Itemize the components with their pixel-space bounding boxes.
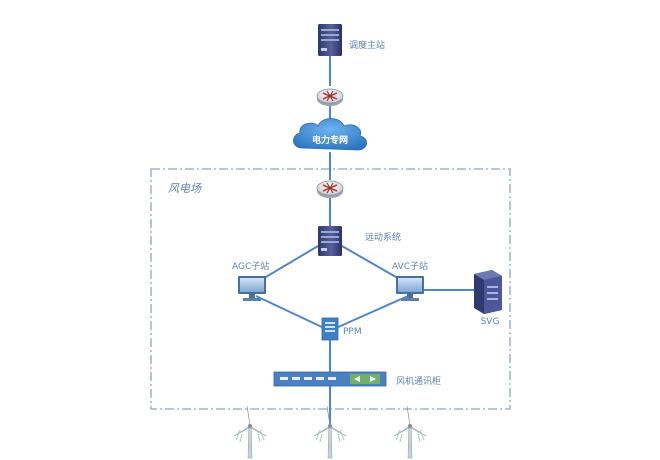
cloud-icon	[293, 118, 367, 151]
link-avc-ppm	[335, 295, 409, 329]
link-agc-ppm	[255, 295, 325, 329]
agc-computer-icon	[238, 276, 266, 301]
wind-turbine-icon	[233, 405, 267, 459]
dispatch-server-icon	[318, 24, 342, 56]
connection-lines	[253, 56, 474, 424]
avc-label: AVC子站	[392, 260, 428, 272]
comm-cabinet-label: 风机通讯柜	[396, 375, 441, 387]
svg-label: SVG	[481, 317, 500, 327]
router-icon	[316, 88, 344, 106]
ppm-label: PPM	[343, 327, 362, 337]
ppm-device-icon	[321, 317, 339, 341]
wind-turbine-icon	[313, 405, 347, 459]
avc-computer-icon	[396, 276, 424, 301]
dispatch-label: 调度主站	[349, 39, 385, 51]
wind-farm-label: 风电场	[168, 182, 202, 195]
turbines-group	[233, 405, 427, 459]
cloud-label: 电力专网	[312, 134, 348, 146]
svg-cabinet-icon	[474, 270, 502, 314]
wind-turbine-icon	[393, 405, 427, 459]
agc-label: AGC子站	[232, 260, 269, 272]
comm-switch-icon	[273, 371, 387, 387]
router-icon	[316, 180, 344, 198]
telecontrol-server-icon	[318, 226, 342, 256]
telecontrol-label: 远动系统	[365, 231, 401, 243]
